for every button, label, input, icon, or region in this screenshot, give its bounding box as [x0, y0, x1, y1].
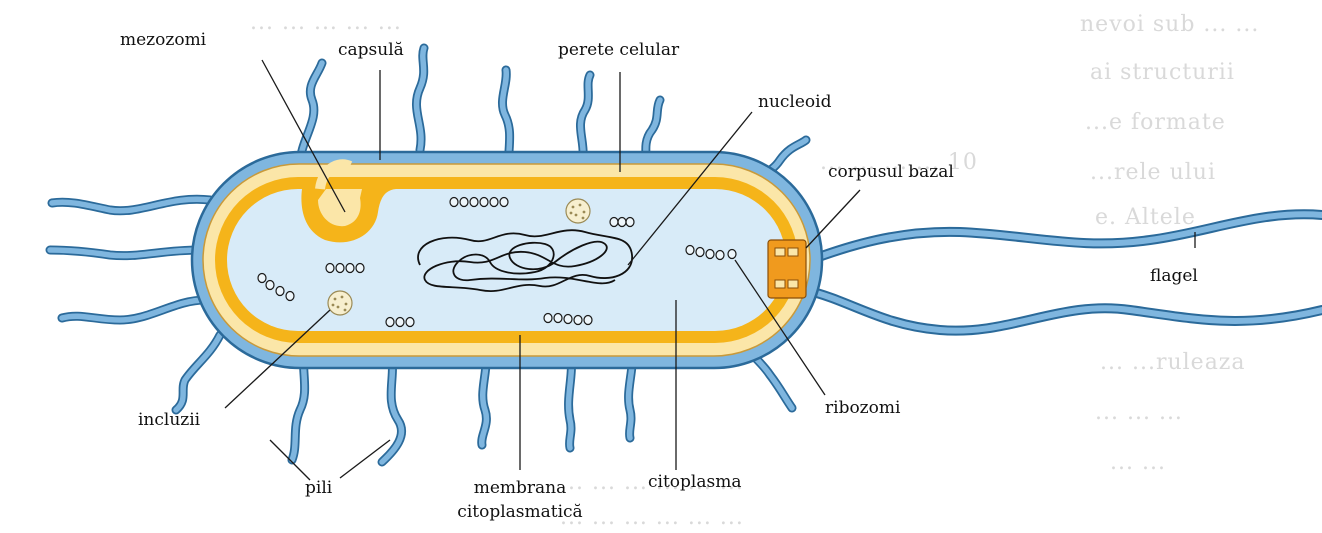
label-incluzii: incluzii	[138, 410, 200, 430]
label-corpusul-bazal: corpusul bazal	[828, 162, 954, 182]
leader-pili-1	[270, 440, 310, 480]
label-membrana-line1: membrana	[445, 478, 595, 498]
inclusion-granule-icon	[328, 291, 352, 315]
ribosome-cluster-icon	[386, 318, 414, 327]
basal-body	[768, 240, 806, 298]
label-mezozomi: mezozomi	[120, 30, 206, 50]
label-flagel: flagel	[1150, 266, 1198, 286]
inclusion-granule-icon	[566, 199, 590, 223]
label-ribozomi: ribozomi	[825, 398, 900, 418]
label-citoplasma: citoplasma	[648, 472, 741, 492]
label-pili: pili	[305, 478, 332, 498]
label-nucleoid: nucleoid	[758, 92, 831, 112]
label-perete-celular: perete celular	[558, 40, 679, 60]
label-membrana-line2: citoplasmatică	[420, 502, 620, 522]
flagellum	[805, 214, 1322, 330]
ribosome-cluster-icon	[610, 218, 634, 227]
label-capsula: capsulă	[338, 40, 404, 60]
